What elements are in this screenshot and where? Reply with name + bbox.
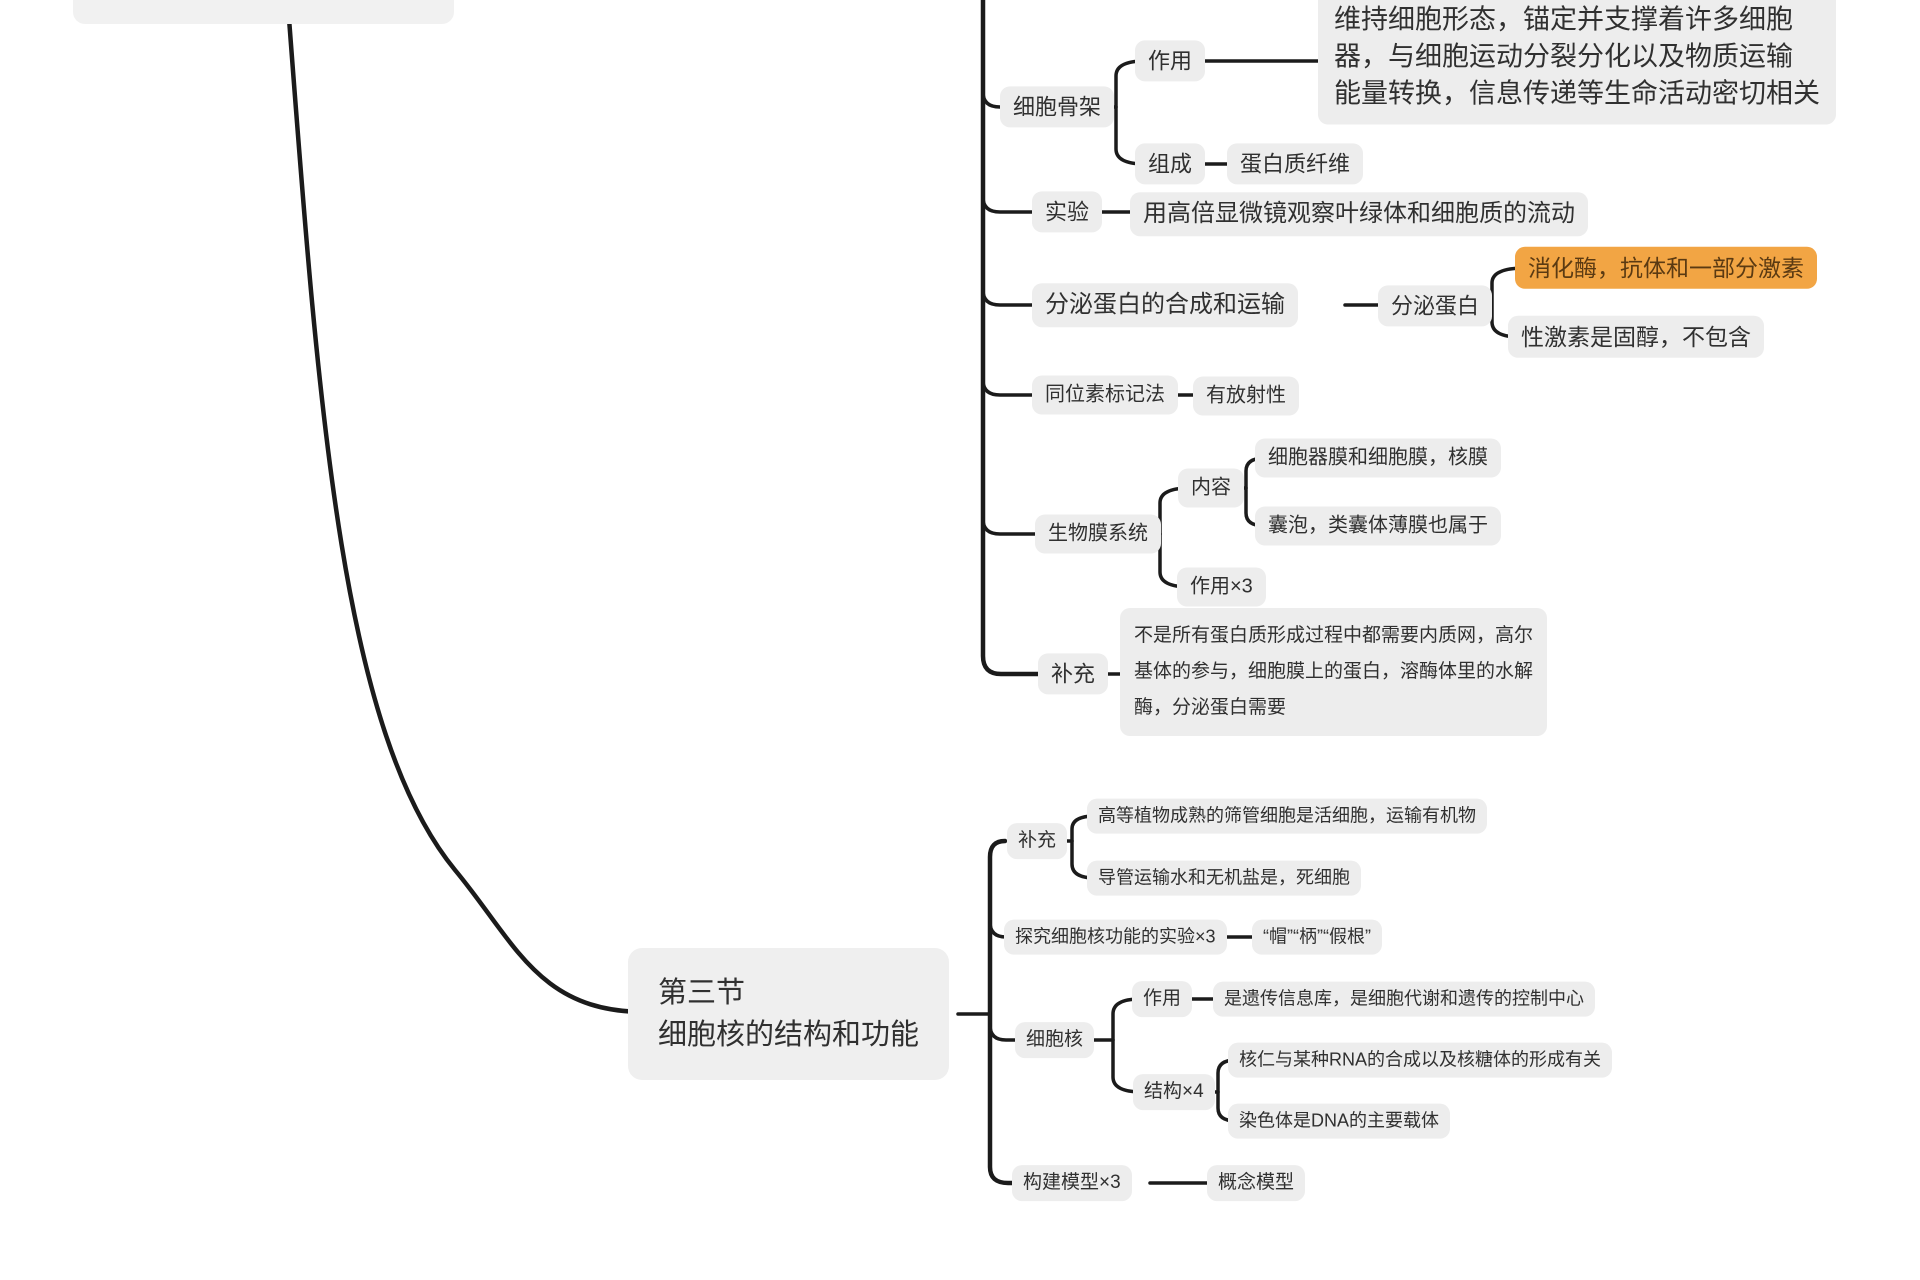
role-detail-line: 维持细胞形态，锚定并支撑着许多细胞 (1334, 4, 1793, 35)
node-protein-fiber[interactable]: 蛋白质纤维 (1227, 143, 1364, 185)
node-supplement-top[interactable]: 补充 (1038, 653, 1109, 695)
node-cytoskeleton-role[interactable]: 作用 (1135, 40, 1206, 82)
node-membrane-content-item[interactable]: 囊泡，类囊体薄膜也属于 (1255, 506, 1501, 546)
node-experiment-detail[interactable]: 用高倍显微镜观察叶绿体和细胞质的流动 (1130, 192, 1588, 236)
node-cytoskeleton[interactable]: 细胞骨架 (1000, 86, 1115, 128)
node-cytoskeleton-composition[interactable]: 组成 (1135, 143, 1206, 185)
node-membrane-content-item[interactable]: 细胞器膜和细胞膜，核膜 (1255, 438, 1501, 478)
section-title-line2: 细胞核的结构和功能 (658, 1019, 920, 1051)
top-spine (980, 0, 1048, 677)
node-section-title[interactable]: 第三节 细胞核的结构和功能 (628, 948, 950, 1080)
node-nucleus-role-detail[interactable]: 是遗传信息库，是细胞代谢和遗传的控制中心 (1213, 981, 1595, 1017)
node-supplement-bottom[interactable]: 补充 (1007, 823, 1068, 859)
node-sterol-note[interactable]: 性激素是固醇，不包含 (1508, 315, 1764, 359)
node-secretory-highlight[interactable]: 消化酶，抗体和一部分激素 (1515, 246, 1817, 290)
supplement-line: 不是所有蛋白质形成过程中都需要内质网，高尔 (1134, 625, 1534, 646)
node-membrane-content[interactable]: 内容 (1178, 468, 1244, 508)
node-isotope-labeling[interactable]: 同位素标记法 (1032, 375, 1178, 415)
node-sieve-tube[interactable]: 高等植物成熟的筛管细胞是活细胞，运输有机物 (1087, 798, 1487, 834)
node-chromosome-dna[interactable]: 染色体是DNA的主要载体 (1228, 1103, 1451, 1139)
node-membrane-system[interactable]: 生物膜系统 (1035, 514, 1161, 554)
node-nucleus-structure[interactable]: 结构×4 (1133, 1074, 1215, 1110)
node-secretory-protein[interactable]: 分泌蛋白 (1378, 285, 1493, 327)
node-cytoskeleton-role-detail[interactable]: 维持细胞形态，锚定并支撑着许多细胞 器，与细胞运动分裂分化以及物质运输 能量转换… (1318, 0, 1836, 125)
node-nucleus-role[interactable]: 作用 (1132, 981, 1193, 1017)
node-experiment[interactable]: 实验 (1032, 191, 1103, 233)
node-concept-model[interactable]: 概念模型 (1207, 1165, 1306, 1201)
node-nucleolus-rna[interactable]: 核仁与某种RNA的合成以及核糖体的形成有关 (1228, 1042, 1613, 1078)
node-nucleus-experiments[interactable]: 探究细胞核功能的实验×3 (1004, 919, 1227, 955)
node-membrane-function[interactable]: 作用×3 (1177, 567, 1266, 607)
node-cap-stalk-rhizoid[interactable]: “帽”“柄”“假根” (1252, 919, 1382, 955)
node-vessel[interactable]: 导管运输水和无机盐是，死细胞 (1087, 860, 1361, 896)
node-nucleus[interactable]: 细胞核 (1015, 1022, 1095, 1058)
section-title-line1: 第三节 (658, 977, 746, 1009)
clipped-offscreen-node (73, 0, 454, 24)
node-supplement-top-detail[interactable]: 不是所有蛋白质形成过程中都需要内质网，高尔 基体的参与，细胞膜上的蛋白，溶酶体里… (1120, 608, 1548, 736)
root-branch-curve (285, 0, 648, 1015)
bottom-spine (987, 838, 1028, 1186)
node-radioactive[interactable]: 有放射性 (1193, 376, 1299, 416)
supplement-line: 酶，分泌蛋白需要 (1134, 697, 1287, 718)
supplement-line: 基体的参与，细胞膜上的蛋白，溶酶体里的水解 (1134, 661, 1534, 682)
role-detail-line: 器，与细胞运动分裂分化以及物质运输 (1334, 41, 1793, 72)
node-secretory-protein-transport[interactable]: 分泌蛋白的合成和运输 (1032, 283, 1298, 327)
role-detail-line: 能量转换，信息传递等生命活动密切相关 (1334, 78, 1820, 109)
node-build-model[interactable]: 构建模型×3 (1012, 1165, 1132, 1201)
